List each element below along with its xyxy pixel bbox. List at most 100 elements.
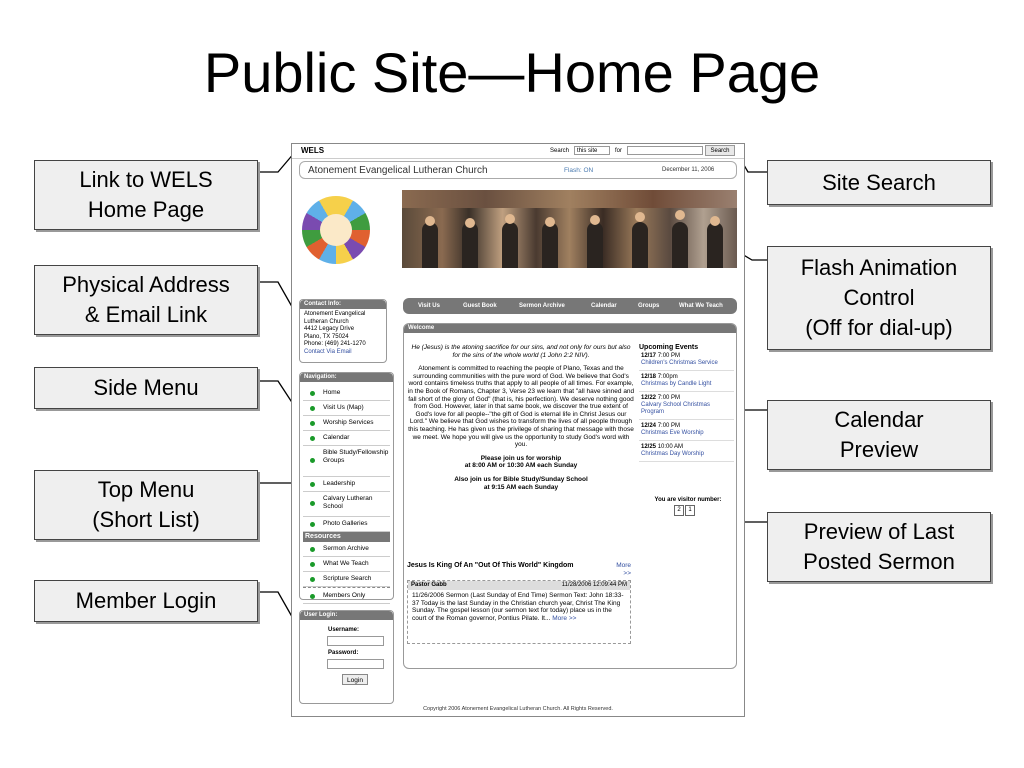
search-input[interactable] — [627, 146, 703, 155]
nav-item-photos[interactable]: Photo Galleries — [303, 517, 390, 532]
sermon-body-more-link[interactable]: More >> — [552, 614, 577, 622]
bullet-icon — [310, 562, 315, 567]
sermon-author: Pastor Gabb — [411, 582, 447, 588]
bullet-icon — [310, 421, 315, 426]
login-title: User Login: — [300, 611, 393, 620]
callout-sermon-preview: Preview of Last Posted Sermon — [767, 512, 991, 582]
worship-times: Please join us for worship — [480, 454, 562, 462]
callout-flash-control: Flash Animation Control (Off for dial-up… — [767, 246, 991, 350]
topmenu-visit-us[interactable]: Visit Us — [418, 303, 440, 309]
nav-item-what-we-teach[interactable]: What We Teach — [303, 557, 390, 572]
bullet-icon — [310, 577, 315, 582]
topmenu-groups[interactable]: Groups — [638, 303, 660, 309]
callout-top-menu: Top Menu (Short List) — [34, 470, 258, 540]
nav-item-scripture-search[interactable]: Scripture Search — [303, 572, 390, 587]
user-login-box: User Login: Username: Password: Login — [299, 610, 394, 704]
counter-digit: 2 — [674, 505, 684, 516]
church-website: WELS Search this site for Search Atoneme… — [291, 143, 745, 717]
topmenu-guest-book[interactable]: Guest Book — [463, 303, 497, 309]
site-top-bar: WELS Search this site for Search — [292, 144, 744, 159]
sermon-date: 11/28/2006 12:09:44 PM — [561, 582, 627, 588]
nav-title: Navigation: — [300, 373, 393, 382]
bible-study-times: at 9:15 AM each Sunday — [483, 483, 559, 491]
bullet-icon — [310, 458, 315, 463]
church-header: Atonement Evangelical Lutheran Church Fl… — [299, 161, 737, 179]
address-line: Lutheran Church — [304, 318, 349, 325]
top-menu: Visit Us Guest Book Sermon Archive Calen… — [403, 298, 737, 314]
sermon-more-link[interactable]: More >> — [616, 562, 631, 577]
nav-item-calendar[interactable]: Calendar — [303, 431, 390, 446]
wels-link[interactable]: WELS — [301, 146, 325, 155]
callout-member-login: Member Login — [34, 580, 258, 622]
bullet-icon — [310, 482, 315, 487]
welcome-body: Atonement is committed to reaching the p… — [407, 365, 635, 449]
topmenu-what-we-teach[interactable]: What We Teach — [679, 303, 723, 309]
topmenu-calendar[interactable]: Calendar — [591, 303, 617, 309]
bullet-icon — [310, 501, 315, 506]
sermon-title[interactable]: Jesus Is King Of An "Out Of This World" … — [407, 562, 574, 569]
bible-verse: He (Jesus) is the atoning sacrifice for … — [411, 344, 631, 359]
topmenu-sermon-archive[interactable]: Sermon Archive — [519, 303, 565, 309]
address-line: Atonement Evangelical — [304, 311, 366, 317]
site-footer: Copyright 2006 Atonement Evangelical Lut… — [423, 706, 613, 712]
contact-email-link[interactable]: Contact Via Email — [304, 348, 352, 355]
bullet-icon — [310, 391, 315, 396]
phone-line: Phone: (469) 241-1270 — [304, 341, 366, 347]
login-button[interactable]: Login — [342, 674, 368, 685]
search-button[interactable]: Search — [705, 145, 735, 156]
nav-item-home[interactable]: Home — [303, 386, 390, 401]
counter-digit: 1 — [685, 505, 695, 516]
password-input[interactable] — [327, 659, 384, 669]
callout-site-search: Site Search — [767, 160, 991, 205]
callout-side-menu: Side Menu — [34, 367, 258, 409]
events-title: Upcoming Events — [639, 344, 699, 351]
flash-toggle[interactable]: Flash: ON — [564, 167, 594, 174]
callout-wels-link: Link to WELS Home Page — [34, 160, 258, 230]
welcome-text: He (Jesus) is the atoning sacrifice for … — [407, 344, 635, 491]
nav-item-worship[interactable]: Worship Services — [303, 416, 390, 431]
nav-item-school[interactable]: Calvary Lutheran School — [303, 492, 390, 517]
callout-calendar-preview: Calendar Preview — [767, 400, 991, 470]
church-name: Atonement Evangelical Lutheran Church — [308, 165, 488, 176]
search-label: Search — [550, 148, 570, 154]
sermon-preview: Pastor Gabb 11/28/2006 12:09:44 PM 11/26… — [407, 580, 631, 644]
address-line: 4412 Legacy Drive — [304, 326, 355, 332]
password-label: Password: — [328, 650, 359, 656]
contact-title: Contact Info: — [300, 300, 386, 309]
welcome-title: Welcome — [404, 324, 736, 333]
slide-title: Public Site—Home Page — [203, 41, 821, 104]
nav-item-bible-study[interactable]: Bible Study/Fellowship Groups — [303, 446, 390, 477]
nav-resources-title: Resources — [303, 532, 390, 542]
nav-item-leadership[interactable]: Leadership — [303, 477, 390, 492]
worship-times: at 8:00 AM or 10:30 AM each Sunday — [464, 462, 578, 470]
username-input[interactable] — [327, 636, 384, 646]
visitor-label: You are visitor number: — [654, 497, 722, 503]
callout-address: Physical Address & Email Link — [34, 265, 258, 335]
main-content: Welcome He (Jesus) is the atoning sacrif… — [403, 323, 737, 669]
bullet-icon — [310, 406, 315, 411]
nav-item-visit-us[interactable]: Visit Us (Map) — [303, 401, 390, 416]
nav-item-members-only[interactable]: Members Only — [303, 589, 390, 604]
bullet-icon — [310, 436, 315, 441]
bible-study-times: Also join us for Bible Study/Sunday Scho… — [454, 475, 588, 483]
bullet-icon — [310, 547, 315, 552]
search-for-label: for — [615, 148, 623, 154]
choir-photo — [402, 190, 737, 268]
side-navigation: Navigation: Home Visit Us (Map) Worship … — [299, 372, 394, 604]
current-date: December 11, 2006 — [662, 167, 715, 173]
sermon-excerpt: 11/26/2006 Sermon (Last Sunday of End Ti… — [412, 592, 624, 622]
search-scope-select[interactable]: this site — [574, 146, 610, 155]
bullet-icon — [310, 522, 315, 527]
contact-info-box: Contact Info: Atonement Evangelical Luth… — [299, 299, 387, 363]
bullet-icon — [310, 594, 315, 599]
nav-item-sermon-archive[interactable]: Sermon Archive — [303, 542, 390, 557]
address-line: Plano, TX 75024 — [304, 333, 349, 340]
username-label: Username: — [328, 627, 360, 633]
